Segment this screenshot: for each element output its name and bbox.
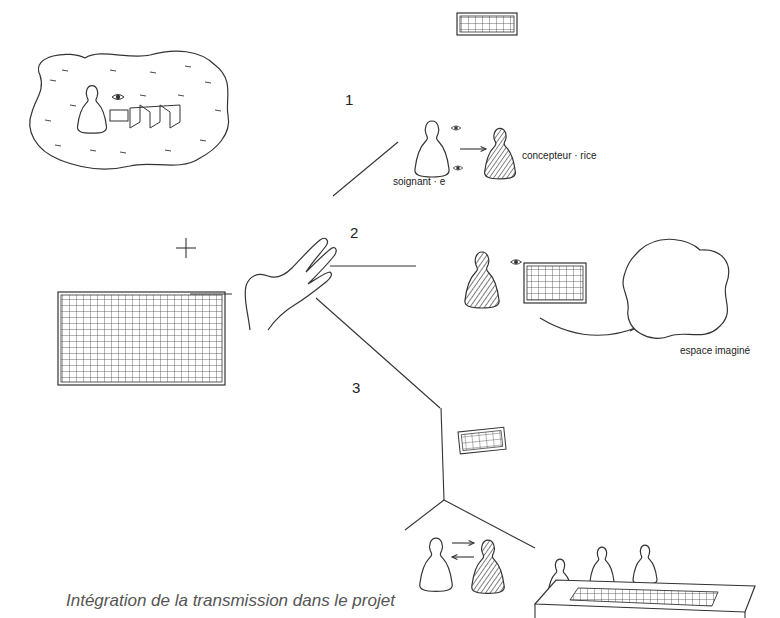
person-figure (633, 545, 657, 584)
texture-dash (90, 150, 96, 151)
texture-dash (205, 82, 211, 83)
eye-symbol (112, 95, 124, 100)
texture-dash (70, 105, 76, 106)
table (535, 580, 755, 612)
arrow-line (452, 542, 474, 543)
texture-dash (178, 95, 184, 96)
arrow-head (469, 540, 474, 545)
floor-plan (524, 263, 586, 303)
texture-dash (215, 110, 221, 111)
texture-dash (55, 145, 61, 146)
imagined-space-blob (623, 239, 729, 338)
texture-dash (185, 66, 191, 67)
callout-number: 3 (352, 380, 360, 397)
texture-dash (200, 140, 206, 141)
arrow-head (481, 146, 486, 151)
person-label: soignant · e (393, 176, 445, 187)
texture-dash (62, 70, 68, 71)
curved-arrow (540, 318, 640, 335)
person-figure (420, 538, 453, 591)
person-figure (472, 540, 505, 593)
table-leg (744, 612, 745, 618)
texture-dash (50, 80, 56, 81)
branch-line (316, 298, 440, 408)
room-corner (441, 408, 444, 500)
branch-line (330, 265, 416, 266)
texture-dash (110, 70, 116, 71)
wall-plan (458, 427, 506, 454)
eye-symbol (511, 260, 522, 265)
person-label: concepteur · rice (522, 150, 596, 161)
texture-dash (45, 120, 51, 121)
person-figure (590, 547, 614, 586)
floor-plan (58, 292, 225, 385)
space-label: espace imaginé (680, 345, 750, 356)
texture-dash (140, 95, 146, 96)
branch-line (333, 142, 398, 196)
person-figure (77, 86, 106, 134)
document-symbol (110, 110, 128, 121)
texture-dash (120, 152, 126, 153)
room-corner (405, 500, 444, 530)
person-figure (415, 121, 449, 177)
person-figure (485, 128, 516, 178)
callout-number: 1 (345, 92, 353, 109)
folded-strip (130, 105, 180, 128)
hand-symbol (245, 238, 336, 330)
texture-dash (165, 150, 171, 151)
texture-dash (150, 72, 156, 73)
arrow-line (460, 148, 486, 149)
floor-plan (457, 13, 517, 35)
arrow-head (452, 554, 457, 559)
eye-symbol (453, 166, 463, 170)
table-plan (570, 588, 718, 606)
callout-number: 2 (350, 225, 358, 242)
person-figure (465, 252, 499, 308)
plus-sign (185, 238, 186, 258)
wall-plan (461, 430, 502, 450)
caption: Intégration de la transmission dans le p… (66, 592, 395, 611)
arrow-line (452, 556, 474, 557)
situation-cloud (30, 51, 229, 169)
table-leg (534, 604, 535, 618)
link-line (190, 293, 232, 294)
eye-symbol (451, 126, 461, 130)
